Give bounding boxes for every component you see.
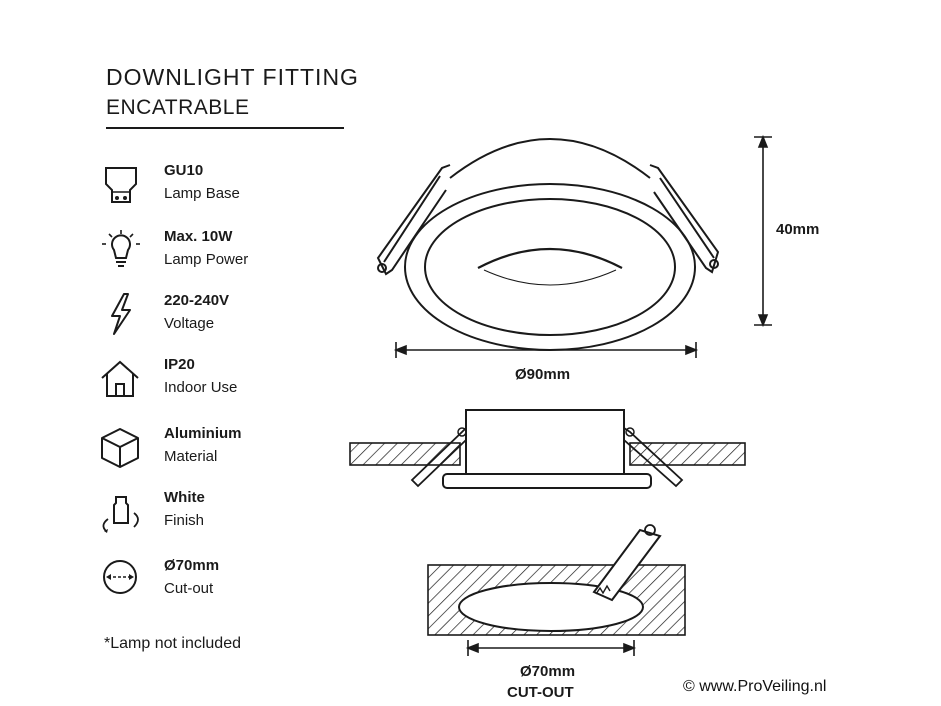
spec-value: Aluminium bbox=[164, 425, 242, 442]
spec-label: Indoor Use bbox=[164, 379, 238, 396]
spec-label: Finish bbox=[164, 512, 205, 529]
spec-label: Cut-out bbox=[164, 580, 214, 597]
cutout-dimension-line bbox=[465, 640, 637, 656]
footnote: *Lamp not included bbox=[104, 635, 241, 652]
spec-value: Max. 10W bbox=[164, 228, 233, 245]
spec-value: Ø70mm bbox=[164, 557, 220, 574]
spec-cutout: Ø70mm Cut-out bbox=[98, 557, 338, 609]
diameter-circle-icon bbox=[103, 560, 137, 594]
house-icon bbox=[101, 360, 139, 397]
spec-label: Voltage bbox=[164, 315, 215, 332]
gu10-base-icon bbox=[105, 167, 137, 203]
spec-ip-rating: IP20 Indoor Use bbox=[98, 356, 338, 408]
cutout-diameter-label: Ø70mm bbox=[520, 663, 576, 680]
cutout-label: CUT-OUT bbox=[507, 684, 574, 701]
page-title: DOWNLIGHT FITTING bbox=[106, 64, 359, 90]
spec-finish: White Finish bbox=[98, 489, 338, 541]
installed-cross-section-drawing bbox=[349, 409, 746, 489]
spec-voltage: 220-240V Voltage bbox=[98, 292, 338, 344]
spray-paint-icon bbox=[102, 496, 139, 533]
spec-value: 220-240V bbox=[164, 292, 230, 309]
lightbulb-icon bbox=[102, 230, 140, 267]
spec-lamp-base: GU10 Lamp Base bbox=[98, 162, 338, 214]
cutout-drawing bbox=[427, 524, 686, 636]
diameter-label: Ø90mm bbox=[515, 366, 571, 383]
spec-label: Material bbox=[164, 448, 218, 465]
spec-value: GU10 bbox=[164, 162, 204, 179]
height-dimension-line bbox=[754, 134, 772, 328]
title-divider bbox=[106, 127, 344, 129]
height-label: 40mm bbox=[776, 221, 820, 238]
downlight-perspective-drawing bbox=[376, 138, 720, 351]
spec-material: Aluminium Material bbox=[98, 425, 338, 477]
spec-lamp-power: Max. 10W Lamp Power bbox=[98, 228, 338, 280]
watermark: © www.ProVeiling.nl bbox=[683, 678, 827, 695]
cube-icon bbox=[101, 428, 139, 468]
spec-value: White bbox=[164, 489, 205, 506]
spec-label: Lamp Base bbox=[164, 185, 240, 202]
page-subtitle: ENCATRABLE bbox=[106, 96, 250, 119]
lightning-bolt-icon bbox=[111, 293, 131, 335]
spec-label: Lamp Power bbox=[164, 251, 249, 268]
diameter-dimension-line bbox=[393, 342, 699, 358]
spec-value: IP20 bbox=[164, 356, 195, 373]
